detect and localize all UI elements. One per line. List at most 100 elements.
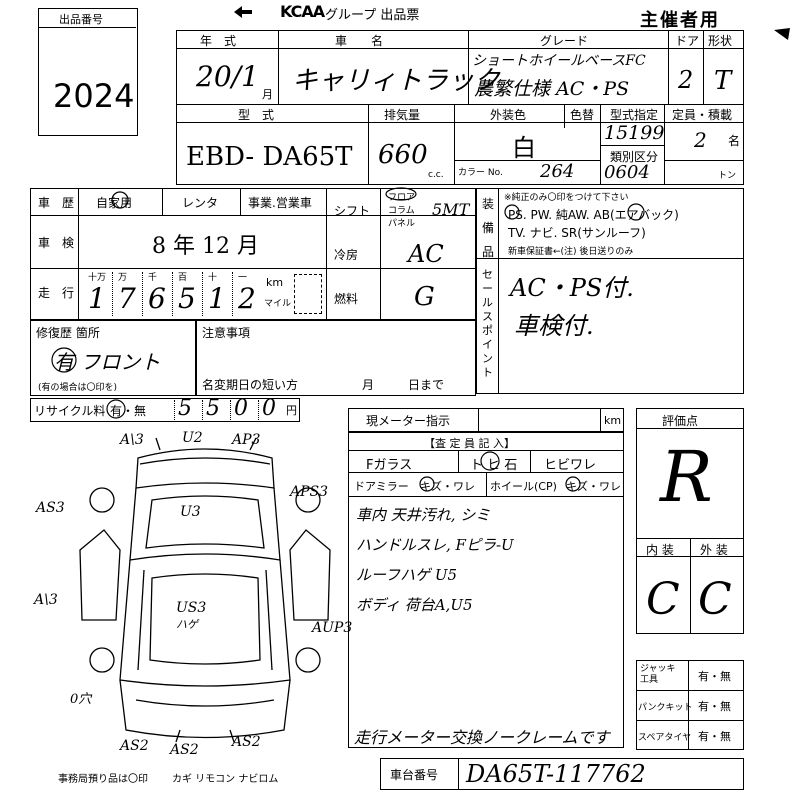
recycle-divider [230,400,231,420]
mileage-unit-label: 十万 [88,273,107,283]
f-glass-value: ト ヒ 石 [470,458,518,473]
mileage-digit: 1 [208,282,226,315]
interior-value: C [646,574,680,625]
circle-mark-icon [480,451,500,471]
chassis-number: DA65T-117762 [466,760,646,788]
brand-logo: KCAA [280,2,325,21]
mileage-divider [172,272,173,316]
puncture-kit-value: 有・無 [698,700,731,713]
displacement-label: 排気量 [384,108,421,122]
inspector-footer-note: 走行メーター交換ノークレームです [354,728,610,747]
recycle-status: 有・無 [110,404,147,418]
mark-right: APS3 [290,484,329,500]
recycle-unit: 円 [286,404,297,417]
repair-value: 有 フロント [54,350,161,374]
recycle-digit: 5 [206,396,220,421]
group-title: グループ 出品票 [325,8,420,23]
inspector-note-line: ボディ 荷台A,U5 [356,596,473,614]
mark-roof-note: ハゲ [176,618,198,631]
rating-label: 評価点 [662,414,699,428]
exterior-color-label: 外装色 [490,108,527,122]
circle-mark-icon [111,191,129,209]
spare-tire-label: スペアタイヤ [638,733,692,743]
mileage-digit: 2 [238,282,256,315]
door-mirror-label: ドアミラー [354,480,409,493]
accessories-box [636,660,744,750]
group-logo-icon [234,6,252,18]
shape-label: 形状 [708,34,733,48]
spare-tire-value: 有・無 [698,730,731,743]
repair-note: (有の場合は〇印を) [38,383,118,393]
recycle-divider [202,400,203,420]
circle-mark-icon [51,347,77,373]
chassis-label: 車台番号 [390,768,439,782]
capacity-unit: 名 [728,134,741,148]
mileage-unit-label: 万 [118,273,128,283]
repair-box [30,320,196,396]
grade-line2: 農繁仕様 AC・PS [474,78,630,100]
mark-body-center: U3 [180,504,201,520]
puncture-kit-label: パンクキット [638,703,693,713]
inspection-label: 車 検 [38,236,75,250]
wheel-label: ホイール(CP) [490,480,557,493]
equipment-note: ※純正のみ〇印をつけて下さい [504,193,629,203]
year-label: 年 式 [200,34,237,48]
exterior-label: 外 装 [700,543,728,557]
mileage-unit-label: 百 [178,273,188,283]
category-value: 0604 [604,162,650,183]
mark-top-left: A\3 [120,432,144,448]
usage-rental: レンタ [182,196,219,210]
lot-label: 出品番号 [59,13,103,26]
year-month-unit: 月 [262,88,273,101]
mark-top-center: U2 [182,430,203,446]
type-designation-value: 15199 [604,122,665,144]
mark-bottom-left: AS2 [120,738,149,754]
km-label: km [266,276,284,289]
grade-label: グレード [540,34,589,48]
color-no-label: 色替 [570,108,595,122]
mileage-unit-label: 一 [238,273,248,283]
mark-bottom-center: AS2 [170,742,199,758]
corner-mark-icon [774,28,790,40]
recycle-box [30,398,300,422]
mark-left-lower: A\3 [34,592,58,608]
meter-label: 現メーター指示 [366,414,451,428]
mile-checkbox[interactable] [294,274,322,314]
circle-mark-icon [385,187,417,201]
inspector-entry-label: 【査 定 員 記 入】 [424,437,515,450]
circle-mark-icon [106,399,126,419]
meter-unit: km [604,414,622,427]
displacement-unit: c.c. [428,170,444,180]
doors-label: ドア [675,34,700,48]
vehicle-name: キャリィトラック [292,66,501,96]
circle-mark-icon [504,204,520,220]
car-diagram [79,437,331,743]
mileage-digit: 1 [88,282,106,315]
sales-point-line1: AC・PS付. [510,274,634,302]
exterior-value: C [698,574,732,625]
deadline-day: 日まで [408,378,445,392]
inspection-value: 8 年 12 月 [152,234,259,259]
interior-label: 内 装 [646,543,674,557]
usage-business: 事業.営業車 [248,196,312,210]
mile-label: マイル [264,299,292,309]
shift-label: シフト [334,204,371,218]
mileage-divider [142,272,143,316]
equipment-line2: TV. ナビ. SR(サンルーフ) [508,226,646,240]
fuel-label: 燃料 [334,292,359,306]
recycle-divider [174,400,175,420]
circle-mark-icon [627,203,645,221]
mileage-digit: 5 [178,282,196,315]
sales-point-label: セールスポイント [482,268,493,379]
shift-value: 5MT [432,200,470,219]
mileage-unit-label: 十 [208,273,218,283]
category-label: 類別区分 [610,150,659,164]
equipment-line1: PS. PW. 純AW. AB(エアバック) [508,208,679,222]
lot-number: 2024 [53,77,135,115]
capacity-value: 2 [694,128,707,152]
f-glass-label: Fガラス [366,458,413,473]
mark-right-lower: AUP3 [312,620,353,636]
exterior-color-value: 白 [512,134,536,162]
shift-option-floor: フロア [388,193,416,203]
history-box [30,188,476,320]
